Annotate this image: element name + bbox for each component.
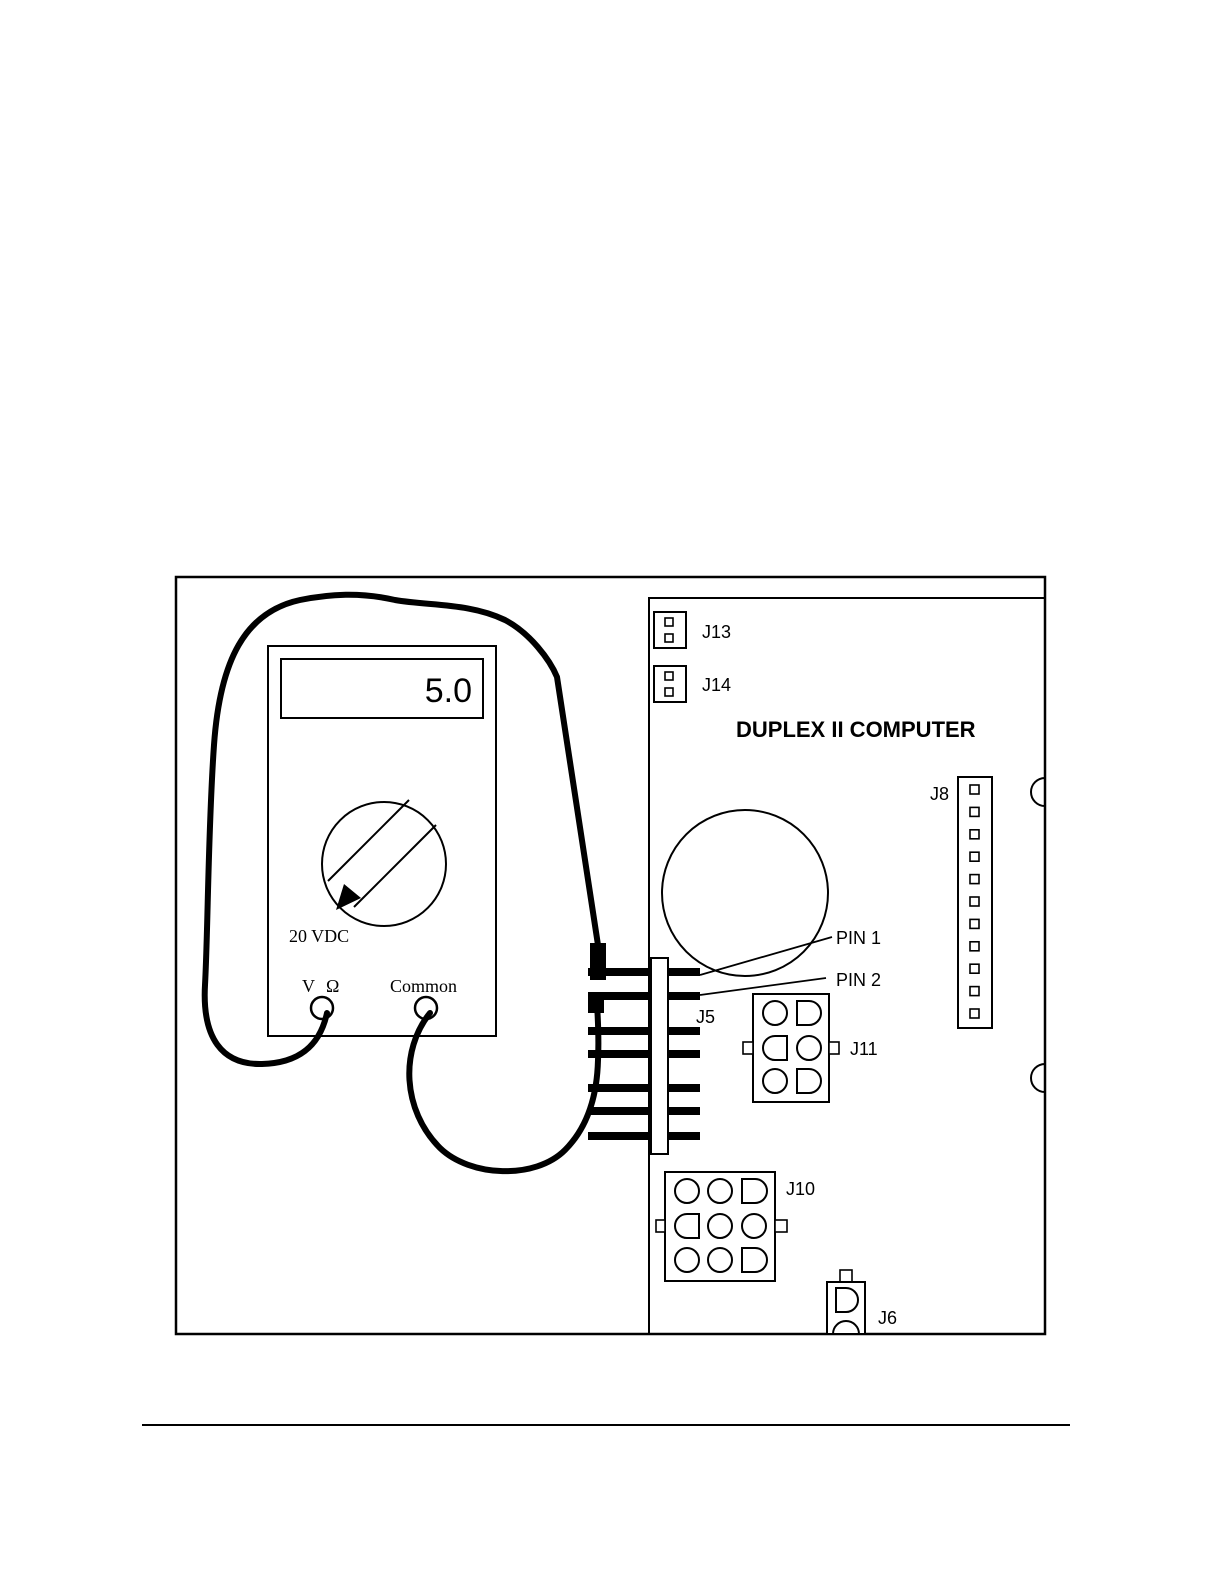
connector-j14-label: J14 (702, 675, 731, 695)
v-ohm-jack (311, 997, 333, 1019)
j8-pin (970, 942, 979, 951)
meter-readout: 5.0 (425, 672, 472, 710)
j5-pin (588, 1107, 700, 1115)
connector-j10-label: J10 (786, 1179, 815, 1199)
j8-pin (970, 830, 979, 839)
j5-pin (588, 1050, 700, 1058)
j5-pin (588, 1084, 700, 1092)
j8-pin (970, 807, 979, 816)
board-title: DUPLEX II COMPUTER (736, 717, 976, 742)
jack-ohm-label: Ω (326, 976, 339, 996)
probe-tip-pin1 (590, 943, 606, 980)
jack-v-label: V (302, 976, 315, 996)
j8-pin (970, 919, 979, 928)
connector-j6-label: J6 (878, 1308, 897, 1328)
range-label: 20 VDC (289, 926, 349, 946)
j8-pin (970, 987, 979, 996)
connector-j8-label: J8 (930, 784, 949, 804)
connector-j11-label: J11 (850, 1039, 878, 1059)
j8-pin (970, 1009, 979, 1018)
j8-pin (970, 852, 979, 861)
multimeter: 5.0 20 VDC V Ω Common (268, 646, 496, 1036)
connector-j13-label: J13 (702, 622, 731, 642)
jack-common-label: Common (390, 976, 457, 996)
j8-pin (970, 964, 979, 973)
pin1-callout: PIN 1 (836, 928, 881, 948)
j5-pin (588, 992, 700, 1000)
j5-pin (588, 1027, 700, 1035)
probe-tip-pin2 (588, 993, 604, 1013)
j8-pin (970, 875, 979, 884)
j5-pin (588, 1132, 700, 1140)
pin2-callout: PIN 2 (836, 970, 881, 990)
range-selector-knob (322, 800, 446, 926)
j8-pin (970, 785, 979, 794)
page-rule (142, 1424, 1070, 1426)
j8-pin (970, 897, 979, 906)
connector-j5-label: J5 (696, 1007, 715, 1027)
